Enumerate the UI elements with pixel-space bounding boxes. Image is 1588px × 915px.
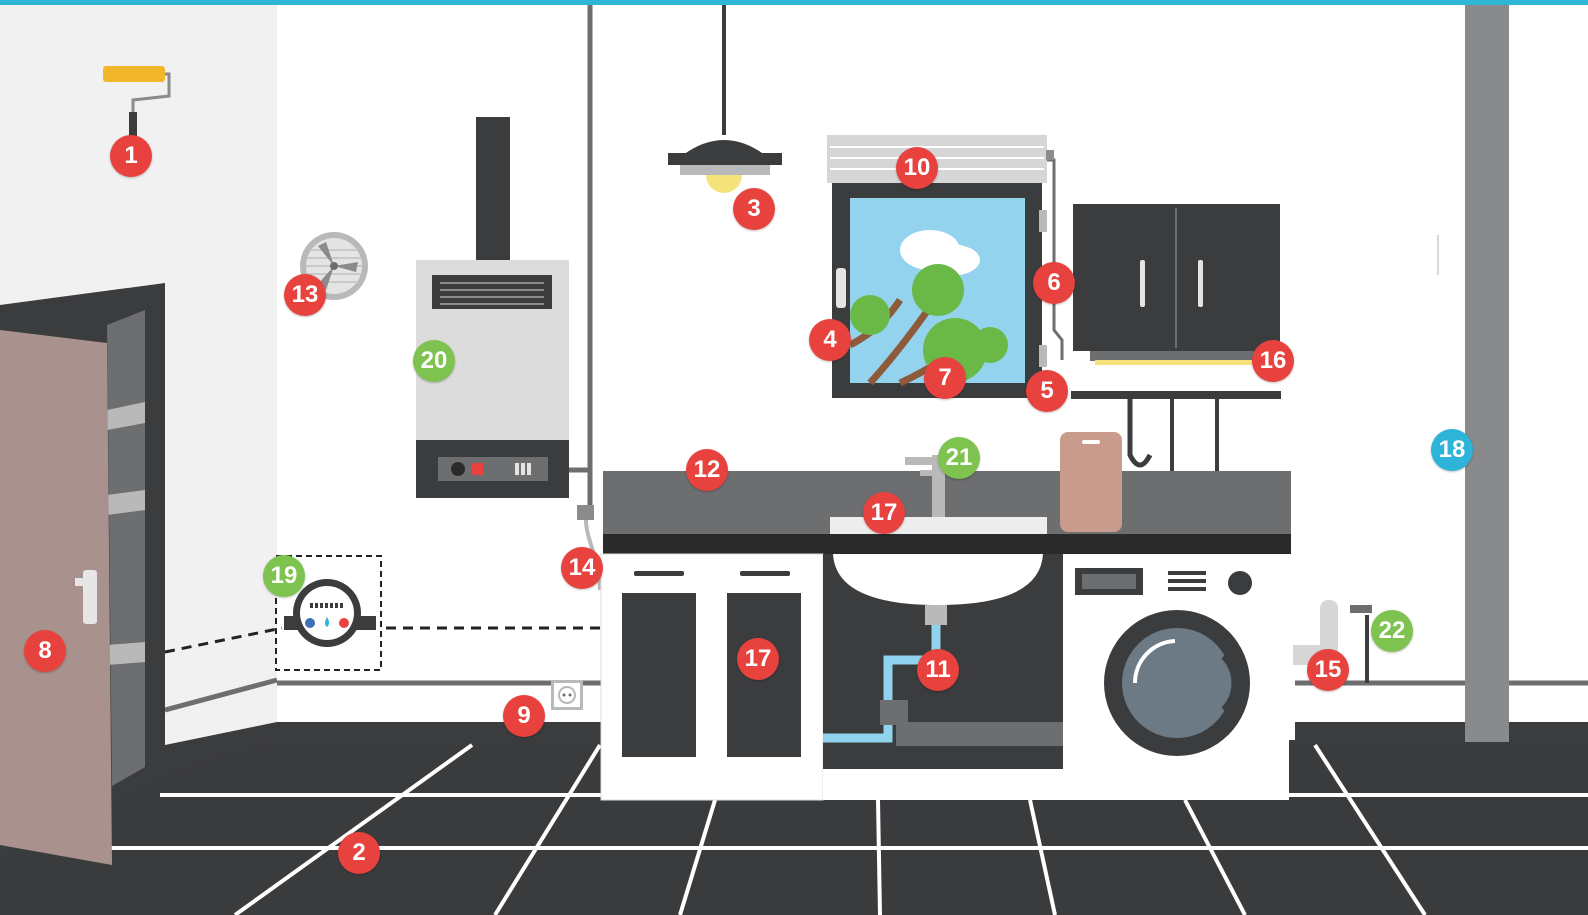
skirting-left <box>277 722 607 742</box>
boiler-icon <box>416 117 593 505</box>
window-icon <box>832 158 1064 398</box>
side-skirting <box>165 722 277 772</box>
marker-22[interactable]: 22 <box>1371 610 1413 652</box>
marker-16[interactable]: 16 <box>1252 340 1294 382</box>
cabinet-handle <box>740 571 790 576</box>
marker-14[interactable]: 14 <box>561 547 603 589</box>
cutting-board-icon <box>1060 432 1122 532</box>
countertop-edge <box>603 534 1291 554</box>
marker-17-cabinet[interactable]: 17 <box>737 638 779 680</box>
marker-3[interactable]: 3 <box>733 188 775 230</box>
paint-roller-icon <box>103 66 171 140</box>
under-sink-base <box>823 769 1063 800</box>
washing-machine-icon <box>1063 554 1289 800</box>
water-meter-icon <box>275 555 382 671</box>
riser-pipe <box>1465 5 1509 742</box>
marker-18[interactable]: 18 <box>1431 429 1473 471</box>
upper-cabinet-icon <box>1073 204 1280 365</box>
marker-8[interactable]: 8 <box>24 630 66 672</box>
sink-bowl <box>833 554 1043 605</box>
marker-5[interactable]: 5 <box>1026 370 1068 412</box>
marker-12[interactable]: 12 <box>686 449 728 491</box>
marker-15[interactable]: 15 <box>1307 649 1349 691</box>
board-hole <box>1082 440 1100 444</box>
marker-10[interactable]: 10 <box>896 147 938 189</box>
floor-tiles <box>60 743 1588 915</box>
waste-pipe <box>896 722 1063 746</box>
marker-21[interactable]: 21 <box>938 437 980 479</box>
marker-4[interactable]: 4 <box>809 319 851 361</box>
top-bar <box>0 0 1588 5</box>
marker-1[interactable]: 1 <box>110 135 152 177</box>
door-icon <box>0 283 165 865</box>
marker-7[interactable]: 7 <box>924 357 966 399</box>
marker-17-sink[interactable]: 17 <box>863 492 905 534</box>
sink-rim <box>830 517 1047 534</box>
wall-mark <box>1437 235 1439 275</box>
ceiling-lamp-icon <box>668 5 782 193</box>
valve-icon <box>1350 605 1372 683</box>
drain-pipe <box>823 625 941 743</box>
marker-13[interactable]: 13 <box>284 274 326 316</box>
marker-9[interactable]: 9 <box>503 695 545 737</box>
marker-2[interactable]: 2 <box>338 832 380 874</box>
marker-6[interactable]: 6 <box>1033 262 1075 304</box>
cabinet-door-left <box>622 593 696 757</box>
sink-drain <box>925 605 947 625</box>
marker-11[interactable]: 11 <box>917 649 959 691</box>
window-blind-icon <box>827 135 1054 183</box>
dashed-pipe-left <box>164 626 283 654</box>
marker-19[interactable]: 19 <box>263 555 305 597</box>
pipe-fitting <box>577 505 594 520</box>
marker-20[interactable]: 20 <box>413 340 455 382</box>
side-pipe <box>164 677 278 713</box>
cabinet-handle <box>634 571 684 576</box>
skirting-right <box>1295 722 1588 742</box>
drain-trap <box>880 700 908 725</box>
power-socket-icon <box>551 680 583 710</box>
